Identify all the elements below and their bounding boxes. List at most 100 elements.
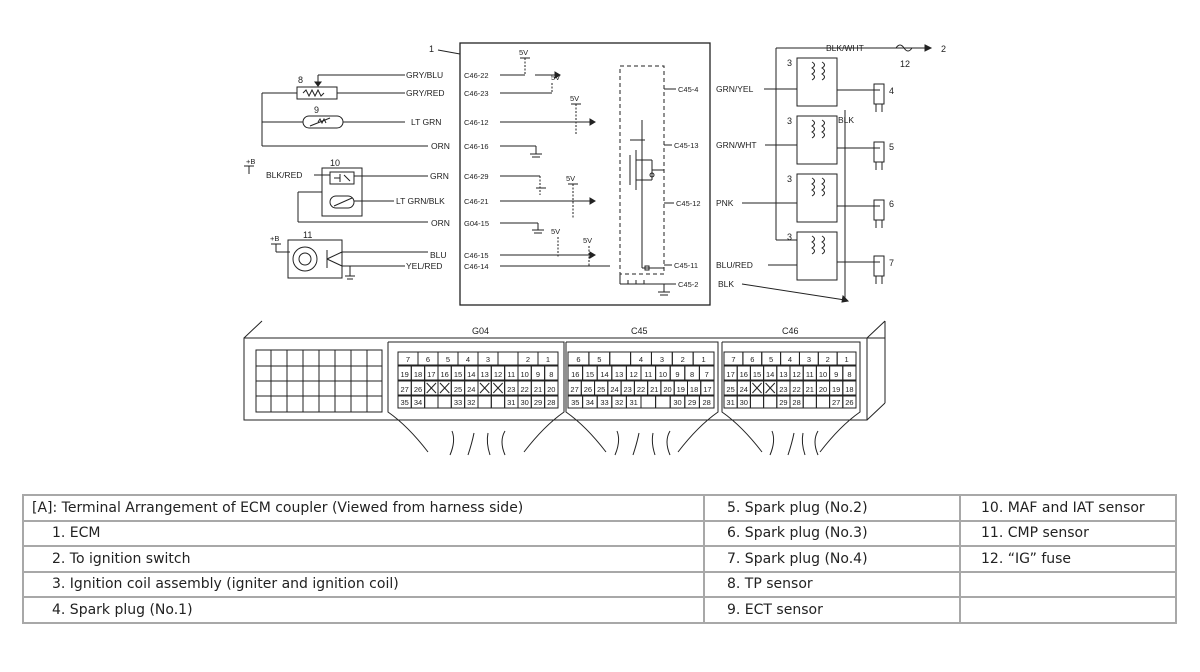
connector-pin-number: 2 — [826, 355, 830, 364]
connector-pin-cell — [537, 351, 559, 366]
callout-cmp: 11 — [303, 230, 312, 240]
cmp-sensor-box — [287, 239, 343, 279]
connector-pin-cell — [424, 395, 439, 409]
connector-pin-number: 31 — [507, 398, 515, 407]
wire-color-label: YEL/RED — [406, 261, 442, 271]
callout-coil: 3 — [787, 232, 792, 242]
wire-color-label: BLK/RED — [266, 170, 302, 180]
connector-pin-number: 1 — [845, 355, 849, 364]
legend-cell: 9. ECT sensor — [703, 596, 961, 624]
connector-pin-cell — [437, 395, 452, 409]
connector-pin-number: 29 — [534, 398, 542, 407]
connector-pin-cell — [815, 395, 831, 409]
connector-pin-number: 34 — [586, 398, 594, 407]
coupler-blank-grid — [255, 349, 383, 413]
connector-pin-number: 27 — [832, 398, 840, 407]
connector-pin-number: 15 — [454, 370, 462, 379]
connector-pin-number: 11 — [507, 370, 515, 379]
ecm-coupler-outline — [243, 320, 886, 421]
legend-cell: 7. Spark plug (No.4) — [703, 545, 961, 573]
harness-strands — [449, 430, 819, 456]
legend-cell — [959, 570, 1177, 598]
legend-cell: 3. Ignition coil assembly (igniter and i… — [22, 570, 705, 598]
connector-pin-number: 10 — [521, 370, 529, 379]
wire-color-label: GRY/BLU — [406, 70, 443, 80]
driver-transistor-icon — [629, 120, 664, 271]
connector-pin-number: 9 — [536, 370, 540, 379]
connector-pin-number: 30 — [521, 398, 529, 407]
connector-pin-number: 20 — [663, 385, 671, 394]
connector-pin-cell — [609, 351, 632, 366]
pin-label: C46-16 — [464, 142, 489, 151]
connector-pin-number: 24 — [740, 385, 748, 394]
wire-color-label: GRN — [430, 171, 449, 181]
connector-pin-number: 14 — [467, 370, 475, 379]
connector-pin-number: 28 — [703, 398, 711, 407]
connector-pin-number: 29 — [779, 398, 787, 407]
unused-pin-mark — [492, 382, 504, 394]
connector-pin-cell — [640, 395, 657, 409]
connector-pin-number: 23 — [779, 385, 787, 394]
connector-pin-number: 13 — [481, 370, 489, 379]
connector-pin-number: 3 — [486, 355, 490, 364]
connector-pin-number: 25 — [726, 385, 734, 394]
wire-color-label: ORN — [431, 218, 450, 228]
connector-pin-number: 21 — [806, 385, 814, 394]
wire-color-label: BLK — [838, 115, 854, 125]
connector-pin-number: 22 — [521, 385, 529, 394]
legend-cell: 10. MAF and IAT sensor — [959, 494, 1177, 522]
connector-pin-cell — [698, 365, 715, 381]
connector-pin-number: 17 — [427, 370, 435, 379]
pin-label: C45-11 — [674, 261, 698, 270]
unused-pin-mark — [479, 382, 490, 394]
connector-pin-number: 35 — [571, 398, 579, 407]
connector-pin-number: 16 — [441, 370, 449, 379]
connector-pin-number: 33 — [454, 398, 462, 407]
connector-pin-number: 2 — [526, 355, 530, 364]
wire-color-label: BLK — [718, 279, 734, 289]
legend-cell: 4. Spark plug (No.1) — [22, 596, 705, 624]
connector-pin-number: 3 — [807, 355, 811, 364]
connector-pin-number: 5 — [597, 355, 601, 364]
legend-cell: 11. CMP sensor — [959, 519, 1177, 547]
connector-pin-cell — [544, 395, 559, 409]
connector-pin-number: 10 — [819, 370, 827, 379]
plus-b-label: +B — [246, 157, 255, 166]
connector-pin-number: 4 — [788, 355, 792, 364]
pin-label: C46-12 — [464, 118, 489, 127]
connector-pin-number: 8 — [690, 370, 694, 379]
legend-row: 3. Ignition coil assembly (igniter and i… — [22, 570, 1177, 598]
connector-pin-number: 7 — [406, 355, 410, 364]
connector-name: G04 — [472, 326, 489, 336]
callout-plug3: 6 — [889, 199, 894, 209]
pin-label: C46-15 — [464, 251, 489, 260]
connector-pin-number: 6 — [426, 355, 430, 364]
wire-color-label: BLU — [430, 250, 447, 260]
connector-pin-number: 35 — [401, 398, 409, 407]
connector-pin-number: 6 — [576, 355, 580, 364]
connector-pin-number: 24 — [467, 385, 475, 394]
callout-plug4: 7 — [889, 258, 894, 268]
connector-pin-number: 4 — [639, 355, 643, 364]
connector-pin-number: 18 — [690, 385, 698, 394]
connector-pin-number: 31 — [630, 398, 638, 407]
connector-pin-cell — [698, 395, 715, 409]
connector-pin-number: 5 — [769, 355, 773, 364]
connector-pin-number: 17 — [726, 370, 734, 379]
connector-pin-number: 4 — [466, 355, 470, 364]
connector-pin-number: 26 — [845, 398, 853, 407]
connector-pin-number: 28 — [547, 398, 555, 407]
unused-pin-mark — [439, 382, 450, 394]
connector-pin-number: 26 — [584, 385, 592, 394]
callout-to-ignition-switch: 2 — [941, 44, 946, 54]
connector-pin-cell — [692, 351, 715, 366]
connector-pin-number: 15 — [586, 370, 594, 379]
connector-pin-number: 3 — [660, 355, 664, 364]
connector-pin-number: 23 — [624, 385, 632, 394]
connector-pin-number: 25 — [454, 385, 462, 394]
connector-name: C45 — [631, 326, 648, 336]
connector-pin-number: 22 — [637, 385, 645, 394]
connector-pin-cell — [842, 365, 857, 381]
connector-pin-cell — [544, 380, 559, 396]
